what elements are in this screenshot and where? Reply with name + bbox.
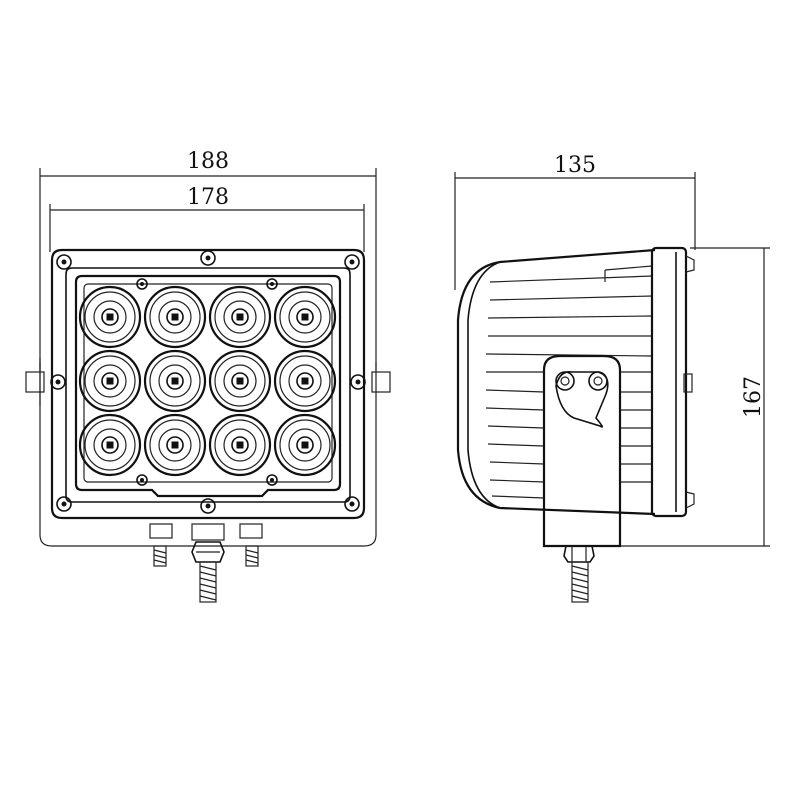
screw <box>266 474 278 486</box>
led-reflector <box>78 413 142 477</box>
side-mount-right <box>371 371 391 393</box>
screw <box>350 374 366 390</box>
dimension-depth: 135 <box>454 153 696 290</box>
led-reflector <box>273 349 337 413</box>
screw <box>50 374 66 390</box>
dimension-label-167: 167 <box>741 376 766 418</box>
led-reflector <box>273 285 337 349</box>
housing-screws <box>50 250 366 514</box>
housing-outer <box>50 248 366 520</box>
front-bezel <box>650 246 695 518</box>
cooling-fins <box>485 265 653 499</box>
screw <box>266 278 278 290</box>
dimension-label-188: 188 <box>187 149 229 174</box>
screw <box>344 496 360 512</box>
led-reflector <box>208 413 272 477</box>
dimension-overall-width: 188 <box>39 149 377 370</box>
led-reflector <box>143 413 207 477</box>
lens-window <box>83 283 333 483</box>
led-reflector <box>208 349 272 413</box>
dimension-lens-width: 178 <box>49 185 365 252</box>
side-mount-left <box>25 358 45 406</box>
front-view: 188 178 <box>25 149 391 603</box>
dimension-label-135: 135 <box>554 153 596 178</box>
side-threaded-bolt <box>563 545 595 603</box>
threaded-stud-right <box>245 545 259 567</box>
led-reflector <box>78 349 142 413</box>
screw <box>136 278 148 290</box>
led-reflector <box>78 285 142 349</box>
threaded-bolt-center <box>199 561 217 603</box>
dimension-height: 167 <box>620 247 770 547</box>
side-mounting-bracket <box>542 354 622 548</box>
screw <box>344 254 360 270</box>
lens-frame <box>74 274 342 498</box>
threaded-stud-left <box>153 545 167 567</box>
side-view: 135 167 <box>454 153 770 603</box>
dimension-label-178: 178 <box>187 185 229 210</box>
led-reflector <box>273 413 337 477</box>
housing-inner <box>65 267 351 503</box>
screw <box>56 254 72 270</box>
led-reflector <box>143 349 207 413</box>
rear-housing <box>456 248 656 516</box>
mounting-bracket-outline <box>39 362 377 547</box>
screw <box>136 474 148 486</box>
bottom-connectors <box>149 523 263 563</box>
screw <box>200 498 216 514</box>
led-reflector <box>143 285 207 349</box>
led-array <box>78 285 337 477</box>
screw <box>200 250 216 266</box>
screw <box>56 496 72 512</box>
led-reflector <box>208 285 272 349</box>
